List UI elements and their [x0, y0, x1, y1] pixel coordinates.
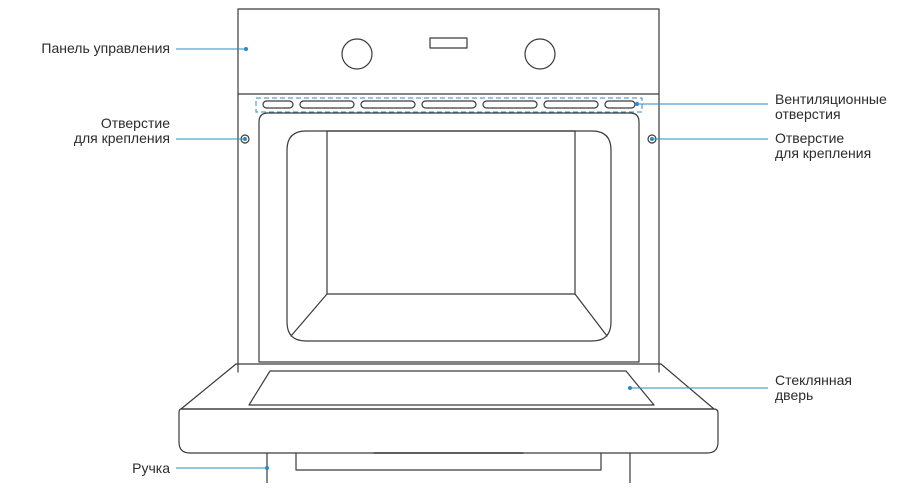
- leader-dot: [628, 386, 632, 390]
- leader-dot: [650, 137, 654, 141]
- leader-dot: [635, 102, 639, 106]
- cavity-edge: [290, 293, 328, 337]
- vent-slot: [604, 100, 636, 109]
- vent-slot: [421, 100, 477, 109]
- cavity-edge: [574, 293, 608, 337]
- label-handle: Ручка: [132, 461, 170, 476]
- vent-slot: [482, 100, 538, 109]
- door-front-edge: [178, 408, 719, 454]
- label-mount-hole-right-line1: Отверстие: [775, 130, 845, 146]
- control-knob-left: [341, 38, 373, 70]
- label-mount-hole-right: Отверстие для крепления: [775, 131, 871, 161]
- vent-slot: [543, 100, 599, 109]
- label-vents-line1: Вентиляционные: [775, 91, 887, 107]
- leader-dot: [265, 466, 269, 470]
- oven-cavity: [286, 130, 612, 342]
- control-knob-right: [524, 38, 556, 70]
- oven-front-frame: [258, 112, 640, 363]
- vent-highlight-box: [255, 97, 643, 113]
- label-mount-hole-left-line2: для крепления: [73, 130, 170, 146]
- oven-handle: [295, 452, 602, 471]
- label-mount-hole-right-line2: для крепления: [775, 145, 872, 161]
- label-control-panel-line1: Панель управления: [41, 40, 170, 56]
- leader-dot: [243, 137, 247, 141]
- vent-slot: [360, 100, 416, 109]
- label-mount-hole-left: Отверстие для крепления: [74, 116, 170, 146]
- label-glass-door: Стеклянная дверь: [775, 373, 852, 403]
- oven-back-wall: [326, 130, 576, 295]
- control-panel: [237, 8, 660, 95]
- label-glass-door-line2: дверь: [775, 387, 814, 403]
- vent-slots: [262, 100, 636, 109]
- label-glass-door-line1: Стеклянная: [775, 372, 853, 388]
- label-vents: Вентиляционные отверстия: [775, 92, 887, 122]
- glass-door-pane: [248, 370, 655, 406]
- vent-slot: [299, 100, 355, 109]
- vent-slot: [262, 100, 294, 109]
- label-control-panel: Панель управления: [41, 41, 170, 56]
- leader-dot: [244, 47, 248, 51]
- label-mount-hole-left-line1: Отверстие: [100, 115, 170, 131]
- display-window: [429, 37, 468, 49]
- label-vents-line2: отверстия: [775, 106, 841, 122]
- label-handle-line1: Ручка: [132, 460, 170, 476]
